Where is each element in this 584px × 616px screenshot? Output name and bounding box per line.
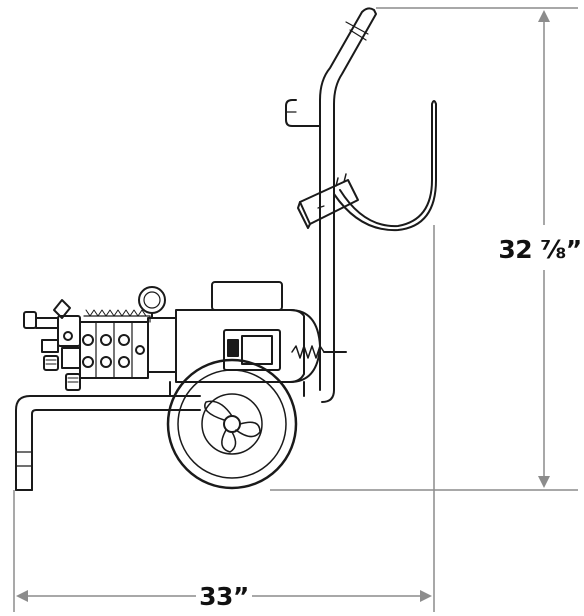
wheel [166,358,298,490]
motor-switch-box [223,329,281,371]
handle-clamp [297,173,359,229]
arrow-up [538,10,550,22]
arrow-right [420,590,432,602]
base-frame [15,381,305,491]
pressure-washer [15,7,437,491]
spring [291,345,325,359]
rim [201,393,263,455]
arrow-down [538,476,550,488]
arrow-left [16,590,28,602]
height-label: 32 ⅞” [498,235,581,264]
gun-holster-hook [285,99,321,127]
motor [175,281,347,383]
pump-head [79,309,177,379]
tire-inner [177,369,287,479]
pump-valves [23,299,81,391]
dimension-arrowheads [16,10,550,602]
pressure-gauge [138,286,166,319]
hose-hanger [333,100,437,232]
handle-frame [319,7,377,403]
width-label: 33” [199,582,249,611]
tire-outer [166,358,298,490]
dimension-lines [13,7,578,612]
